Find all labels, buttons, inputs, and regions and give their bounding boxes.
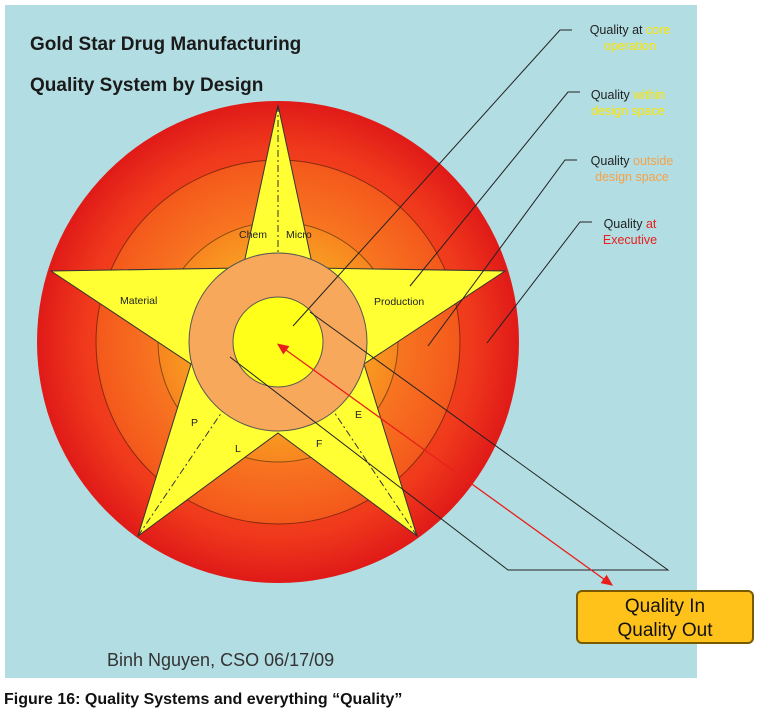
- legend-executive-hl1: at: [645, 217, 657, 231]
- star-label-f: F: [316, 438, 322, 450]
- diagram-subtitle: Quality System by Design: [30, 75, 264, 96]
- legend-outside-design-space: Quality outside design space: [576, 153, 688, 185]
- star-label-e: E: [355, 409, 362, 421]
- core-operation: [232, 296, 324, 388]
- star-label-production: Production: [374, 296, 424, 308]
- legend-core-operation-prefix: Quality at: [589, 23, 646, 37]
- legend-within-hl1: within: [633, 88, 666, 102]
- legend-executive: Quality at Executive: [590, 216, 670, 248]
- legend-outside-hl1: outside: [633, 154, 674, 168]
- legend-within-hl2: design space: [591, 104, 665, 118]
- quality-in-out-box: Quality In Quality Out: [576, 590, 754, 644]
- legend-within-prefix: Quality: [590, 88, 634, 102]
- quality-box-line1: Quality In: [624, 596, 706, 617]
- star-label-chem: Chem: [239, 229, 267, 241]
- star-label-p: P: [191, 417, 198, 429]
- star-label-l: L: [235, 443, 241, 455]
- figure-caption: Figure 16: Quality Systems and everythin…: [4, 691, 403, 708]
- star-label-material: Material: [120, 295, 157, 307]
- legend-outside-hl2: design space: [595, 170, 669, 184]
- legend-outside-prefix: Quality: [590, 154, 634, 168]
- legend-core-operation-hl1: core: [645, 23, 671, 37]
- legend-core-operation: Quality at core operation: [574, 22, 686, 54]
- star-label-micro: Micro: [286, 229, 312, 241]
- legend-within-design-space: Quality within design space: [576, 87, 680, 119]
- legend-executive-prefix: Quality: [603, 217, 646, 231]
- quality-flow-arrow: [276, 343, 614, 586]
- leader-lines: [292, 29, 592, 347]
- legend-core-operation-hl2: operation: [603, 39, 657, 53]
- author-credit: Binh Nguyen, CSO 06/17/09: [107, 650, 335, 670]
- diagram-title: Gold Star Drug Manufacturing: [30, 34, 302, 55]
- legend-executive-hl2: Executive: [602, 233, 658, 247]
- quality-box-line2: Quality Out: [617, 620, 713, 641]
